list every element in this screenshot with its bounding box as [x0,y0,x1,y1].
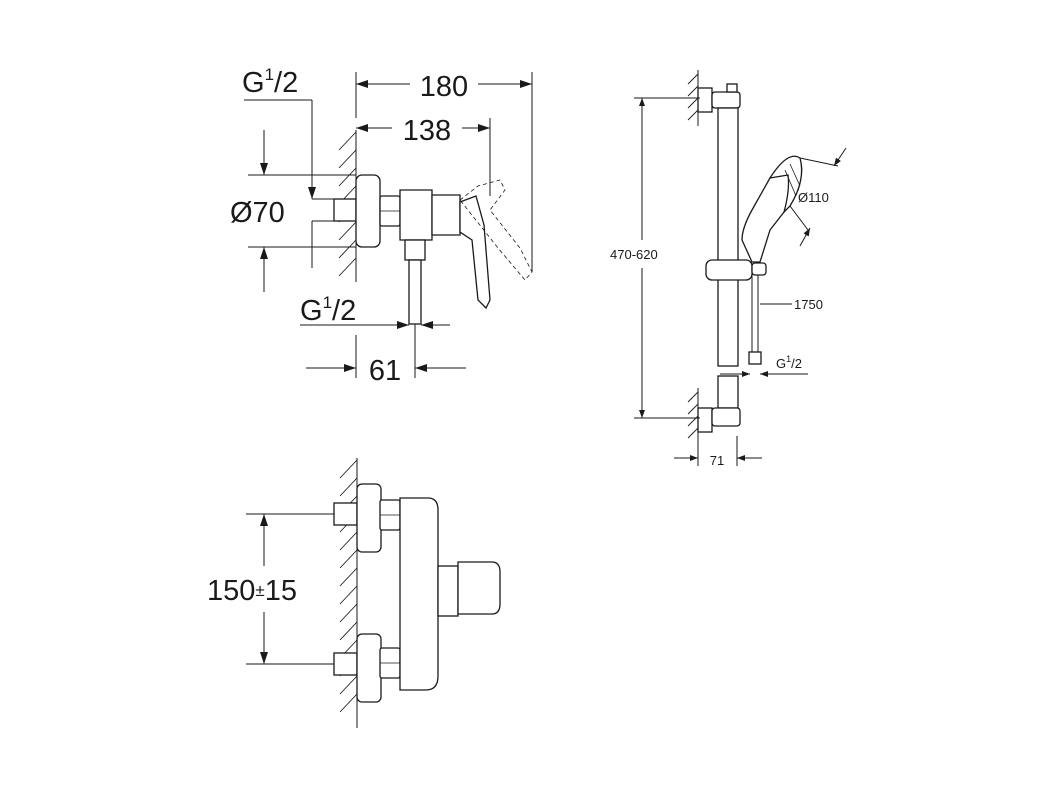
rail-bar-lower [717,375,739,409]
dim-138: 138 [356,115,491,196]
rosette [355,174,381,248]
cartridge [437,565,459,617]
thread-callout-top: G1/2 [242,65,334,268]
upper-bracket-base [697,87,713,113]
front-view: 150±15 [207,458,501,728]
dim-150-label: 150±15 [207,575,297,607]
dim-180-label: 180 [420,71,468,103]
hand-shower [741,155,803,263]
wall-hatch-upper [687,73,699,121]
dim-height: 470-620 [610,97,700,419]
slider-holder [751,262,767,276]
dim-61-label: 61 [369,355,401,387]
mixer-body [399,497,439,691]
slider [705,259,753,281]
hose-nut [748,351,762,365]
lever-end [457,561,501,615]
thread-shower-label: G1/2 [776,354,802,371]
lever [459,195,491,310]
lower-bracket-arm [711,407,741,427]
outlet-pipe [408,259,422,325]
dim-180: 180 [355,71,533,272]
lever-open-position [459,179,533,281]
inlet-upper [333,502,358,526]
thread-top-label: G1/2 [242,65,298,99]
side-view: 180 138 G1/2 Ø70 [230,65,533,387]
shower-set-view: 1750 Ø110 470-620 G1/2 [610,70,847,468]
wall-hatch-lower [687,391,699,439]
mixer-front [333,483,501,703]
dim-head-110: Ø110 [789,147,847,247]
thread-callout-shower: G1/2 [720,354,808,377]
mixer-side [333,174,533,325]
dim-height-label: 470-620 [610,247,658,262]
dim-1750-label: 1750 [794,297,823,312]
dim-diameter-label: Ø70 [230,197,285,229]
dim-71-label: 71 [710,453,724,468]
valve-cap [431,194,461,236]
thread-bottom-label: G1/2 [300,293,356,327]
rail-bar-upper [717,107,739,367]
shower-rail [697,83,767,433]
dim-diameter-70: Ø70 [230,130,356,292]
lower-bracket-base [697,407,713,433]
dim-150: 150±15 [207,513,334,665]
valve-body [399,189,433,241]
dim-71: 71 [674,436,762,468]
rosette-upper [356,483,382,553]
upper-bracket-arm [711,91,741,109]
shower-hose: 1750 [748,275,823,365]
dim-61: 61 [306,324,466,387]
dim-138-label: 138 [403,115,451,147]
inlet-lower [333,652,358,676]
outlet-nut [404,239,426,261]
rail-cap [726,83,738,93]
thread-callout-bottom: G1/2 [300,293,450,329]
shower-head [768,155,803,215]
inlet-pipe [333,198,357,222]
rosette-lower [356,633,382,703]
dim-head-label: Ø110 [798,190,829,205]
